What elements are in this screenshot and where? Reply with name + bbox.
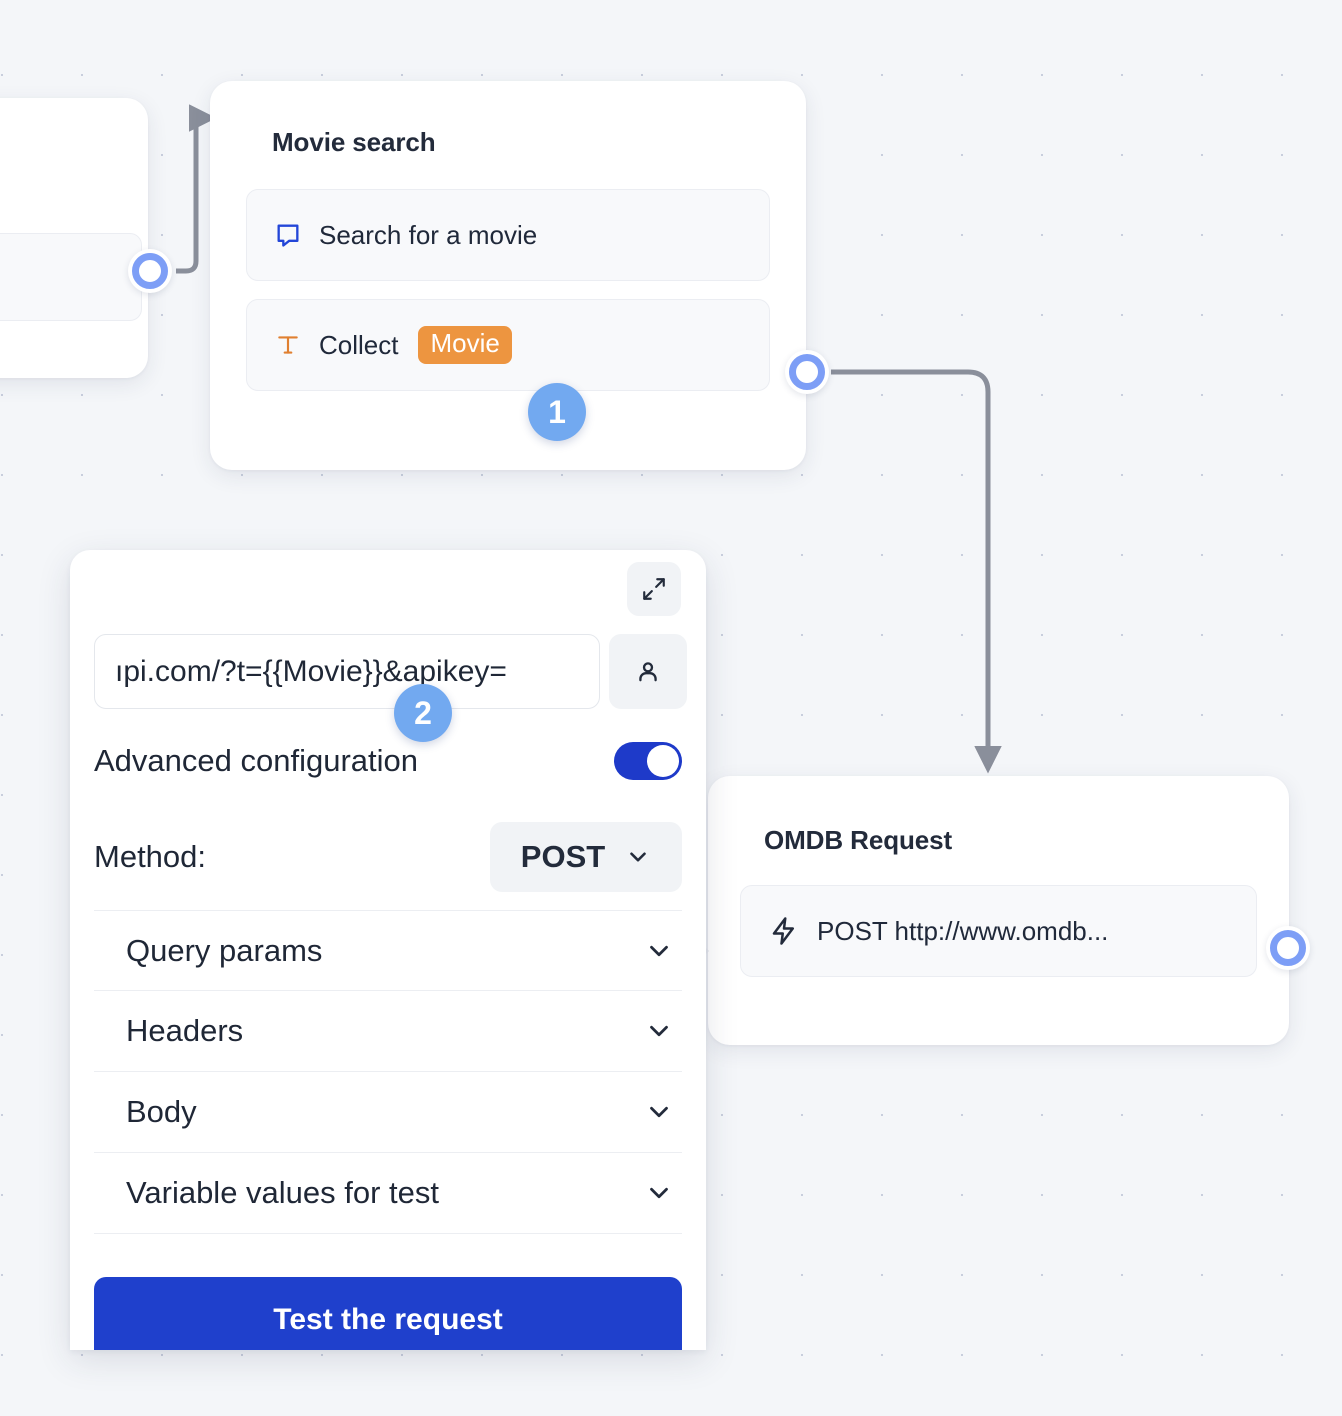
accordion-label: Headers: [126, 1013, 244, 1048]
method-label: Method:: [94, 839, 207, 874]
url-input[interactable]: ıpi.com/?t={{Movie}}&apikey=: [94, 634, 600, 709]
accordion-label: Body: [126, 1094, 197, 1129]
chevron-down-icon[interactable]: [644, 1016, 674, 1046]
accordion-body[interactable]: Body: [94, 1072, 682, 1153]
edge-left-to-movie-search: [176, 104, 217, 274]
method-value: POST: [520, 839, 606, 874]
connector-handle-omdb-output[interactable]: [1266, 926, 1310, 970]
request-config-panel[interactable]: ıpi.com/?t={{Movie}}&apikey= Advanced co…: [70, 550, 706, 1350]
step-badge-2: 2: [394, 684, 452, 742]
url-credentials-button[interactable]: [609, 634, 687, 709]
person-icon: [634, 658, 662, 686]
node-row[interactable]: [0, 233, 142, 321]
chat-bubble-icon: [273, 221, 303, 249]
node-title-movie-search: Movie search: [272, 127, 436, 157]
node-title-omdb-request: OMDB Request: [764, 825, 953, 855]
text-format-icon: [273, 332, 303, 358]
accordion-label: Query params: [126, 932, 323, 968]
node-card-omdb-request[interactable]: OMDB Request POST http://www.omdb...: [692, 776, 1289, 1045]
advanced-configuration-row[interactable]: Advanced configuration: [94, 742, 682, 780]
expand-button[interactable]: [627, 562, 681, 616]
accordion-variable-values-for-test[interactable]: Variable values for test: [94, 1153, 682, 1234]
node-row-search-for-a-movie[interactable]: Search for a movie: [246, 189, 770, 281]
connector-handle-left-node-output[interactable]: [128, 249, 172, 293]
expand-diagonal-icon: [641, 576, 667, 602]
test-the-request-button[interactable]: Test the request: [94, 1277, 682, 1350]
method-row: Method: POST: [94, 822, 682, 892]
chevron-down-icon[interactable]: [644, 1178, 674, 1208]
variable-chip-movie[interactable]: Movie: [418, 326, 512, 364]
advanced-configuration-label: Advanced configuration: [94, 743, 419, 778]
method-select[interactable]: POST: [490, 822, 682, 892]
edge-movie-search-to-omdb: [831, 369, 1002, 774]
accordion-label: Variable values for test: [126, 1175, 440, 1210]
node-row-label: Collect: [319, 329, 399, 360]
url-field-group[interactable]: ıpi.com/?t={{Movie}}&apikey=: [94, 634, 687, 709]
node-card-left-partial[interactable]: [0, 98, 148, 378]
accordion-query-params[interactable]: Query params: [94, 910, 682, 991]
node-card-movie-search[interactable]: Movie search Search for a movie: [210, 81, 806, 470]
chevron-down-icon[interactable]: [644, 1097, 674, 1127]
node-row-collect-movie[interactable]: Collect Movie: [246, 299, 770, 391]
node-row-post-request[interactable]: POST http://www.omdb...: [740, 885, 1257, 977]
chevron-down-icon[interactable]: [644, 936, 674, 966]
advanced-configuration-toggle[interactable]: [614, 742, 682, 780]
accordion-headers[interactable]: Headers: [94, 991, 682, 1072]
lightning-bolt-icon: [767, 916, 801, 946]
accordion-list: Query params Headers Body: [94, 910, 682, 1234]
node-row-label: Search for a movie: [319, 219, 538, 250]
node-row-label: POST http://www.omdb...: [817, 915, 1109, 946]
step-badge-1: 1: [528, 383, 586, 441]
chevron-down-icon: [625, 844, 651, 870]
connector-handle-movie-search-output[interactable]: [785, 350, 829, 394]
